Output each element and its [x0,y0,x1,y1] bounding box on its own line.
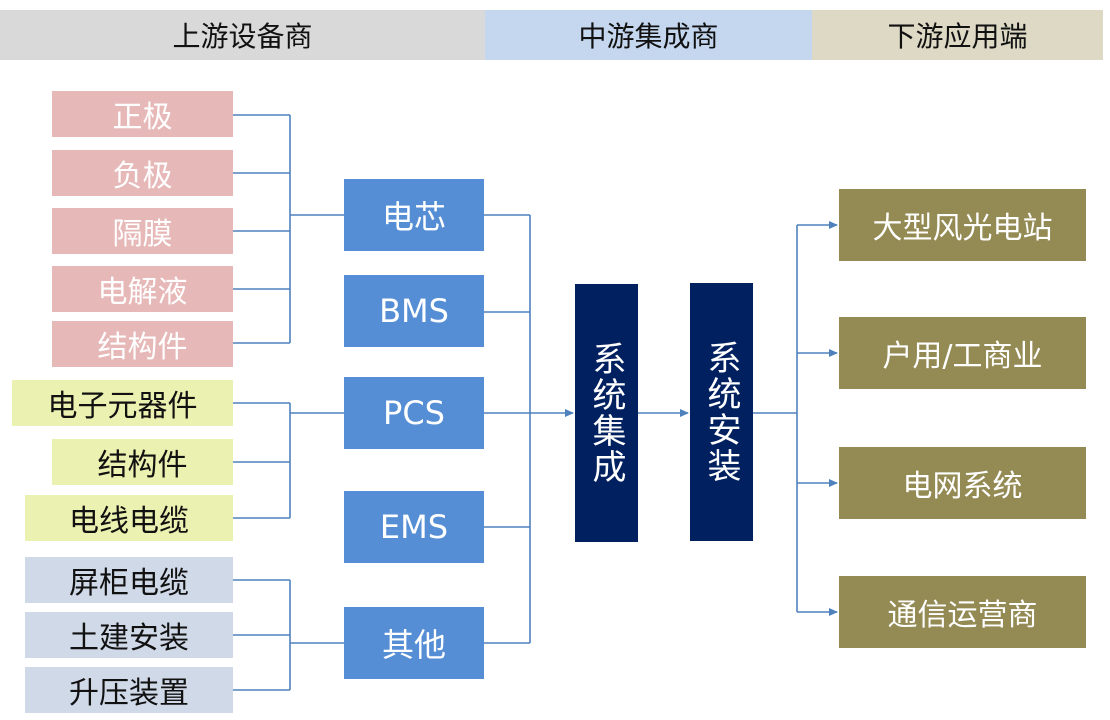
other-material-booster-device: 升压装置 [25,667,233,713]
component-pcs: PCS [344,377,484,449]
component-ems: EMS [344,491,484,563]
connector-other-materials [233,579,344,691]
cell-material-cathode: 正极 [52,91,233,137]
cell-material-electrolyte: 电解液 [52,266,233,312]
connector-components [484,214,531,644]
component-other: 其他 [344,607,484,679]
cell-material-anode: 负极 [52,150,233,196]
pcs-material-electronic-components: 电子元器件 [12,380,233,426]
application-grid-system: 电网系统 [839,447,1086,519]
system-installation-box: 系统安装 [690,283,753,541]
connector-cell-materials [233,114,344,344]
upstream-header: 上游设备商 [0,10,485,60]
cell-material-separator: 隔膜 [52,208,233,254]
component-battery-cell: 电芯 [344,179,484,251]
cell-material-structural-parts: 结构件 [52,321,233,367]
pcs-material-wires-cables: 电线电缆 [25,495,233,541]
pcs-material-structural-parts: 结构件 [52,439,233,485]
downstream-header: 下游应用端 [812,10,1103,60]
connector-applications [753,225,798,612]
system-integration-box: 系统集成 [575,284,638,542]
component-bms: BMS [344,275,484,347]
application-large-wind-solar-plant: 大型风光电站 [839,189,1086,261]
other-material-civil-installation: 土建安装 [25,612,233,658]
midstream-header: 中游集成商 [485,10,812,60]
other-material-cabinet-cables: 屏柜电缆 [25,557,233,603]
application-telecom-operator: 通信运营商 [839,576,1086,648]
application-residential-commercial: 户用/工商业 [839,317,1086,389]
connector-pcs-materials [233,402,344,519]
